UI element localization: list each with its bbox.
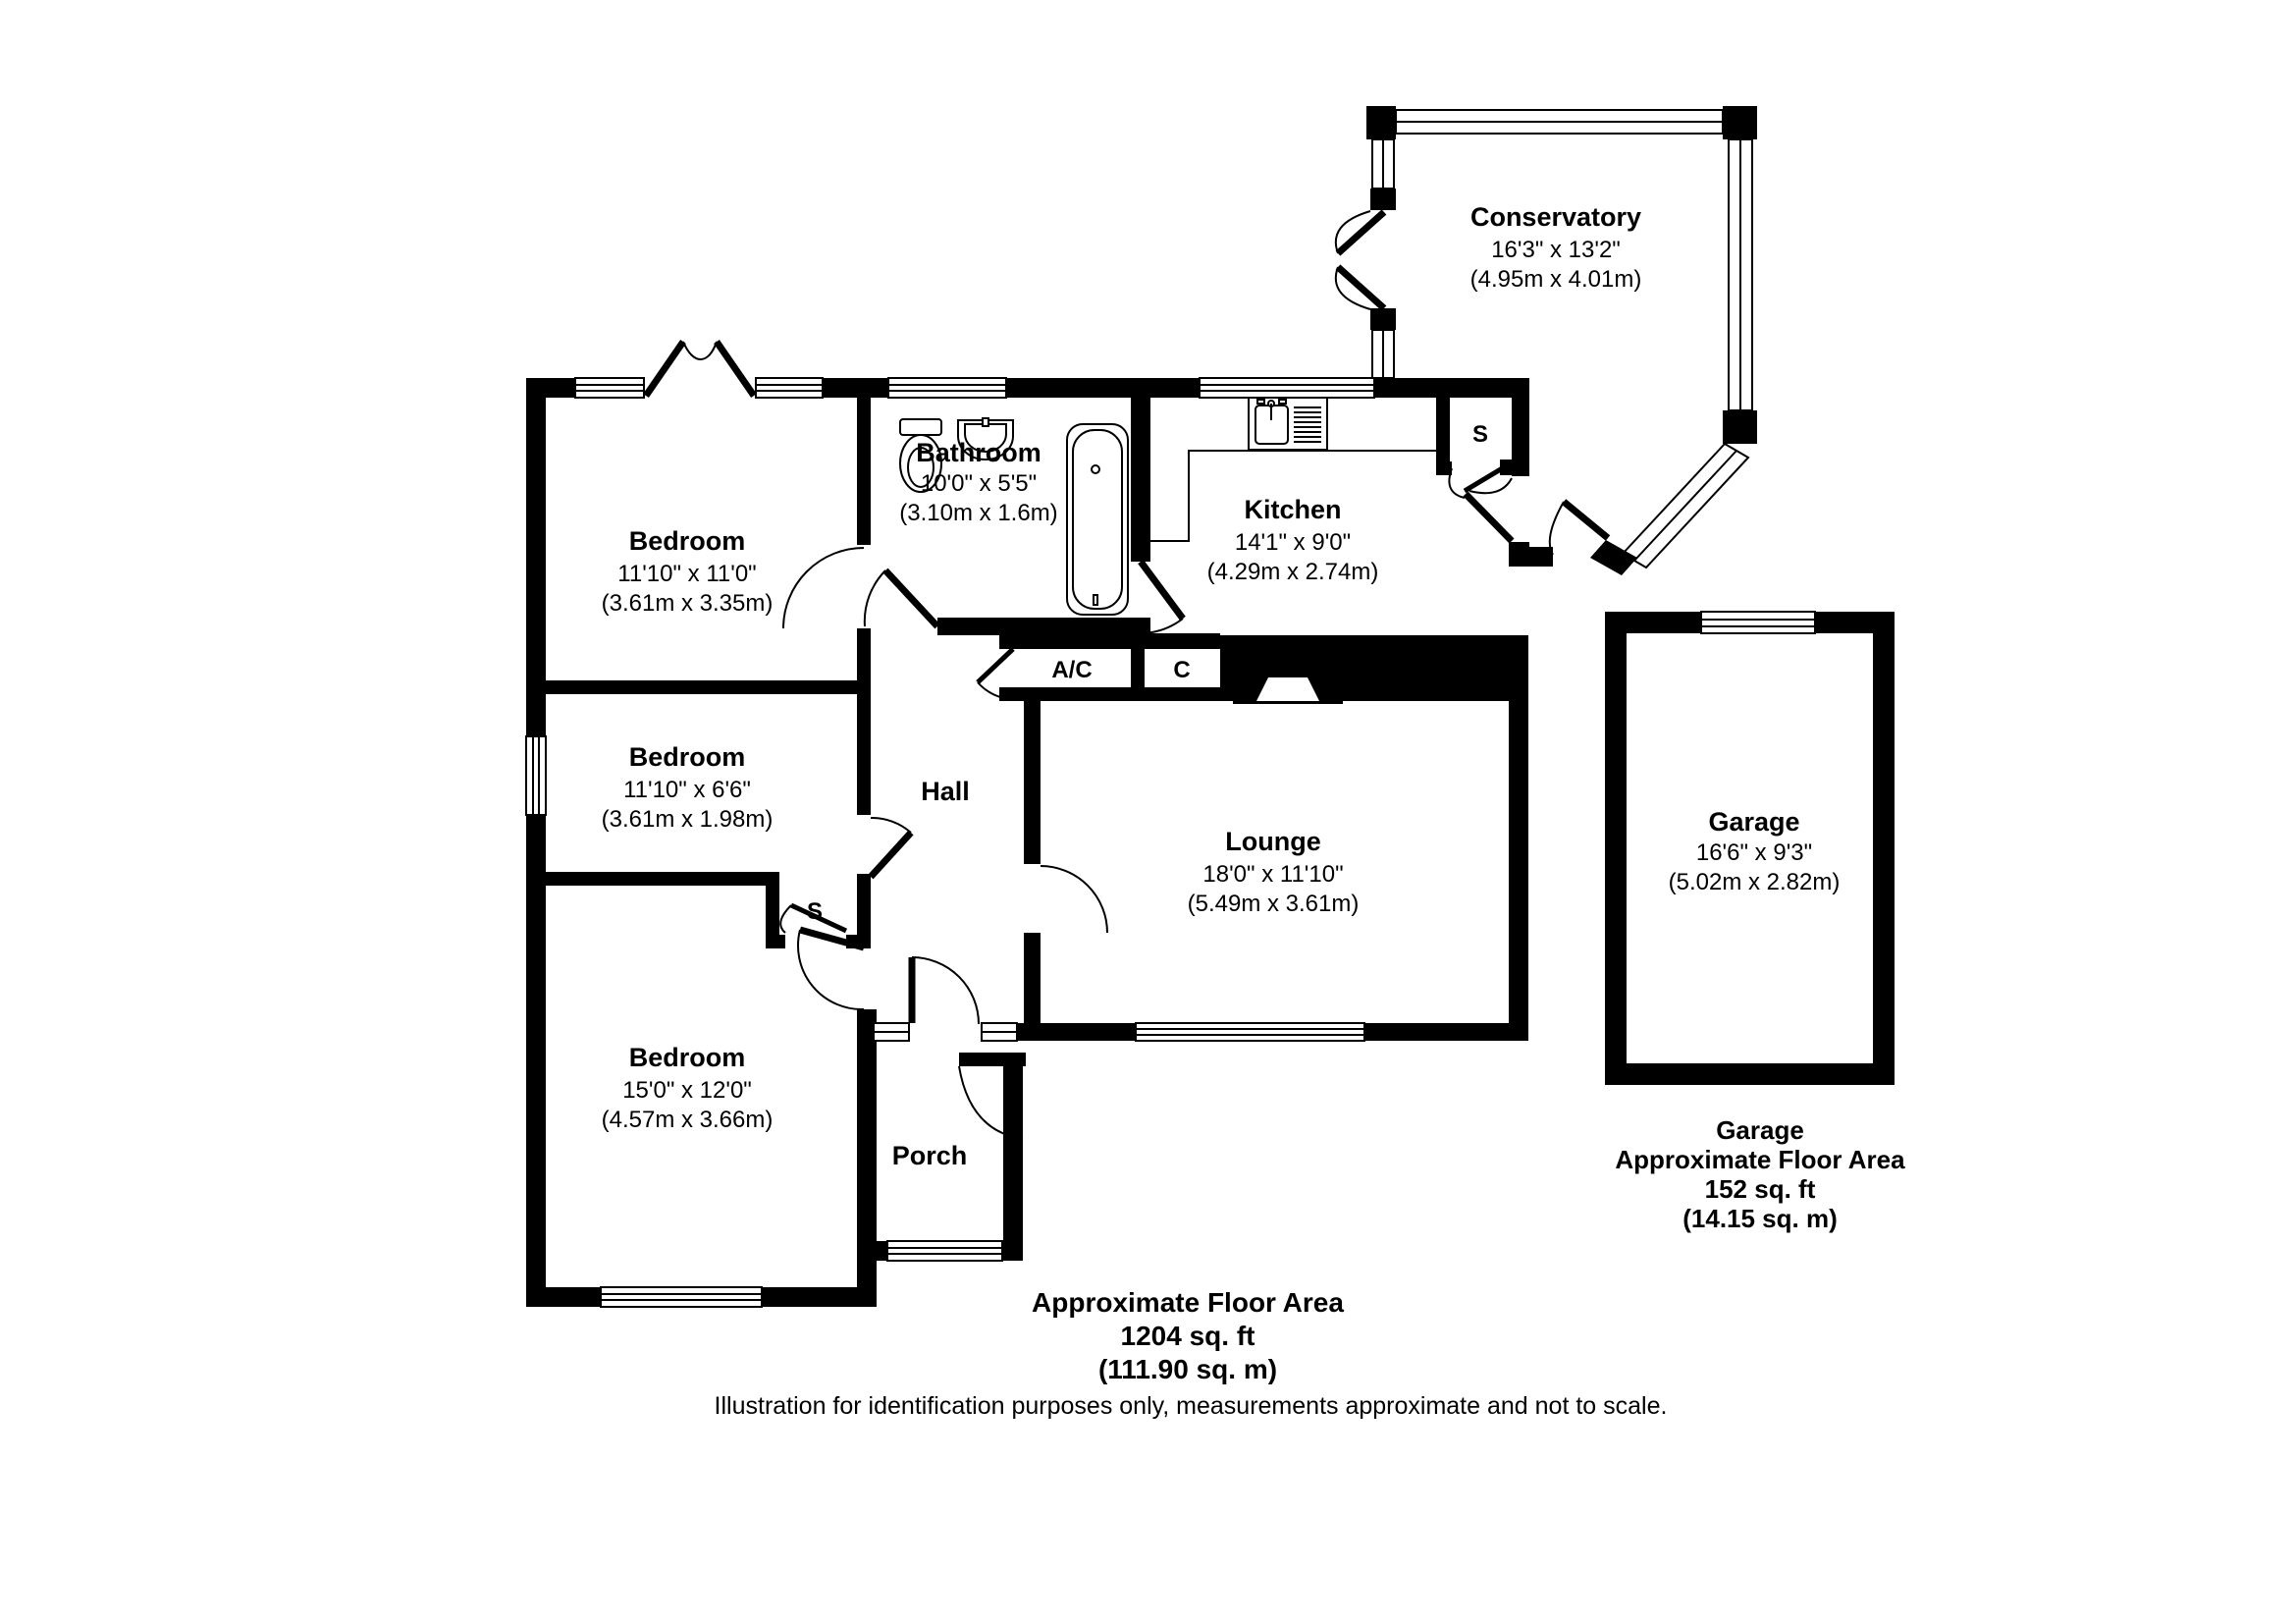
hall-label: Hall (921, 777, 970, 806)
interior-walls (536, 378, 1553, 1307)
lounge-metric: (5.49m x 3.61m) (1188, 891, 1360, 917)
kitchen-imperial: 14'1" x 9'0" (1235, 529, 1351, 556)
garage-note-sqm: (14.15 sq. m) (1682, 1204, 1838, 1233)
garage-metric: (5.02m x 2.82m) (1669, 869, 1841, 895)
lounge-imperial: 18'0" x 11'10" (1202, 861, 1343, 888)
cupboard-label: C (1173, 657, 1190, 683)
bedroom3-label: Bedroom (629, 1043, 746, 1072)
bedroom3-imperial: 15'0" x 12'0" (622, 1077, 752, 1104)
bathroom-imperial: 10'0" x 5'5" (921, 470, 1037, 497)
kitchen-metric: (4.29m x 2.74m) (1207, 559, 1379, 585)
floor-area-title: Approximate Floor Area (1032, 1287, 1344, 1318)
conservatory-label: Conservatory (1470, 202, 1641, 232)
doors (779, 464, 1611, 1140)
conservatory-french-doors (1334, 209, 1387, 311)
garage-imperial: 16'6" x 9'3" (1696, 839, 1812, 866)
porch-label: Porch (892, 1141, 968, 1170)
floor-area-sqft: 1204 sq. ft (1121, 1321, 1255, 1351)
bedroom1-metric: (3.61m x 3.35m) (602, 590, 774, 617)
bedroom1-imperial: 11'10" x 11'0" (617, 561, 756, 587)
open-window-icon (643, 340, 757, 398)
garage-label: Garage (1708, 807, 1799, 837)
disclaimer-text: Illustration for identification purposes… (715, 1392, 1668, 1420)
windows (525, 340, 1375, 1308)
garage-note-area: Approximate Floor Area (1615, 1145, 1905, 1174)
footer-text: Approximate Floor Area 1204 sq. ft (111.… (715, 1287, 1668, 1420)
garage-note-title: Garage (1716, 1115, 1804, 1145)
lounge-label: Lounge (1225, 827, 1320, 856)
bedroom3-metric: (4.57m x 3.66m) (602, 1107, 774, 1133)
bathtub-icon (1066, 423, 1129, 616)
bedroom2-metric: (3.61m x 1.98m) (602, 806, 774, 833)
conservatory-imperial: 16'3" x 13'2" (1491, 237, 1621, 263)
garage-footer-text: Garage Approximate Floor Area 152 sq. ft… (1615, 1115, 1905, 1233)
bedroom1-label: Bedroom (629, 526, 746, 556)
bathroom-label: Bathroom (916, 438, 1041, 467)
garage-note-sqft: 152 sq. ft (1705, 1174, 1816, 1204)
room-labels: Conservatory 16'3" x 13'2" (4.95m x 4.01… (602, 202, 1841, 1170)
floor-area-sqm: (111.90 sq. m) (1098, 1354, 1277, 1384)
kitchen-worktop (1150, 398, 1438, 542)
bedroom2-label: Bedroom (629, 742, 746, 772)
airing-cupboard-label: A/C (1051, 657, 1092, 683)
toilet-icon (899, 418, 942, 493)
kitchen-label: Kitchen (1244, 495, 1341, 524)
exterior-walls (526, 378, 1528, 1307)
conservatory-glazing (1334, 106, 1757, 575)
basin-icon (957, 417, 1014, 460)
bedroom2-imperial: 11'10" x 6'6" (623, 777, 751, 803)
garage-walls (1605, 611, 1895, 1085)
bedroom1-door-arc (782, 547, 865, 629)
bathroom-fixtures (899, 417, 1129, 616)
kitchen-sink-icon (1248, 397, 1328, 451)
store-bedroom-label: S (807, 898, 823, 925)
conservatory-metric: (4.95m x 4.01m) (1470, 266, 1642, 293)
bathroom-metric: (3.10m x 1.6m) (899, 500, 1057, 526)
store-kitchen-label: S (1472, 421, 1488, 448)
kitchen-fixtures (1150, 397, 1438, 542)
drainer-lines (1294, 406, 1321, 443)
